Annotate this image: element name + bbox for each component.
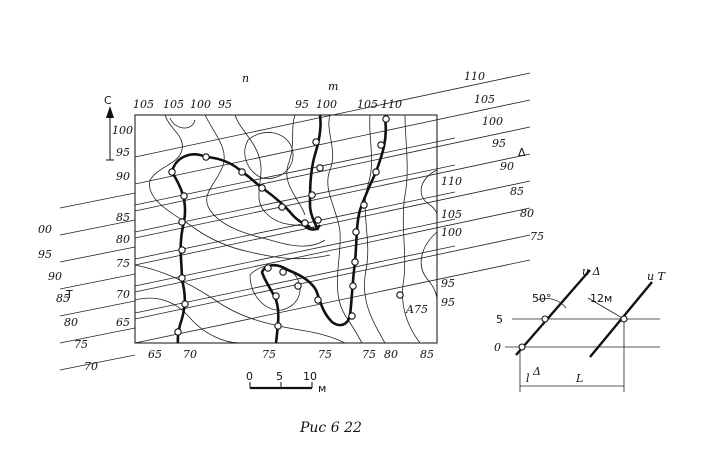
right-inner-label: 95 [441,277,455,290]
left-label: 85 [116,211,130,224]
right-inner-label: 95 [441,296,455,309]
inset-angle: 50° [532,292,552,305]
figure-caption: Рис 6 22 [299,420,362,436]
scale-unit: м [318,382,326,395]
inset-level: 0 [494,341,501,354]
left-label: 90 [116,170,130,183]
inset-series-delta: u Δ [582,265,601,278]
scale-tick: 0 [246,370,253,383]
bottom-label: 70 [183,348,197,361]
left-outer-label: 90 [48,270,62,283]
top-label: 95 [218,98,232,111]
top-label: 105 [357,98,378,111]
right-outer-label: 105 [474,93,495,106]
left-outer-label: 75 [74,338,88,351]
series-label-m: m [328,80,338,93]
left-outer-label: 95 [38,248,52,261]
right-inner-label: 105 [441,208,462,221]
inset-l-label: l [526,372,530,385]
bottom-label: 85 [420,348,434,361]
bottom-label: 75 [318,348,332,361]
point-label: A75 [405,303,428,316]
scale-tick: 10 [303,370,317,383]
right-outer-label: 75 [530,230,544,243]
parallel-lines-left-extension [59,192,136,371]
left-label: 65 [116,316,130,329]
left-outer-label: 00 [38,223,52,236]
right-inner-label: 100 [441,226,462,239]
top-label: 100 [190,98,211,111]
top-label: 105 [163,98,184,111]
bottom-label: 75 [262,348,276,361]
left-outer-label: 80 [64,316,78,329]
parallel-lines-set-2 [134,137,456,314]
right-outer-label: 90 [500,160,514,173]
inset-series-t: u T [647,270,667,283]
contour-lines [134,114,438,344]
inset-level: 5 [496,313,503,326]
top-label: 100 [316,98,337,111]
axis-letter: С [104,94,112,107]
left-label: 100 [112,124,133,137]
parallel-lines-set-1 [134,72,531,344]
top-label: 105 [133,98,154,111]
inset-diagram [505,269,660,392]
bottom-label: 65 [148,348,162,361]
inset-l-sup: Δ [532,365,541,378]
left-label: 95 [116,146,130,159]
series-label-t: Т [65,288,73,301]
scale-bar [249,382,313,390]
right-outer-label: 80 [520,207,534,220]
right-outer-label: 95 [492,137,506,150]
scale-tick: 5 [276,370,283,383]
left-label: 80 [116,233,130,246]
bottom-label: 75 [362,348,376,361]
right-outer-label: 110 [464,70,485,83]
inset-distance: 12м [590,292,612,305]
top-label: 110 [381,98,402,111]
series-label-n: n [242,72,249,85]
series-label-delta: Δ [518,146,526,159]
right-outer-label: 85 [510,185,524,198]
north-arrow-icon [106,106,114,161]
left-label: 70 [116,288,130,301]
ridge-nodes [168,115,404,336]
right-outer-label: 100 [482,115,503,128]
left-outer-label: 85 [56,292,70,305]
map-frame [134,114,438,344]
right-inner-label: 110 [441,175,462,188]
left-outer-label: 70 [84,360,98,373]
left-label: 75 [116,257,130,270]
inset-L-label: L [575,372,583,385]
bottom-label: 80 [384,348,398,361]
top-label: 95 [295,98,309,111]
